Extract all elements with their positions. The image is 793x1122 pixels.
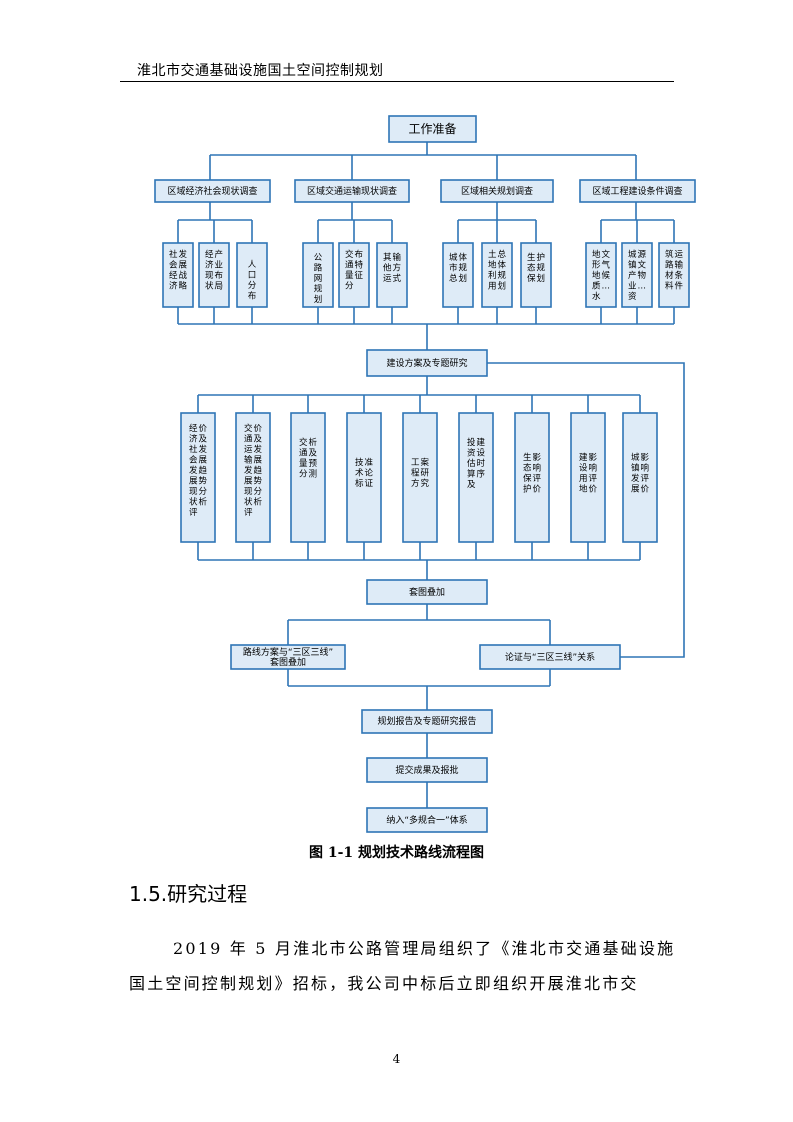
svg-text:论证与“三区三线”关系: 论证与“三区三线”关系 — [505, 651, 595, 663]
svg-text:公路网规划: 公路网规划 — [314, 253, 323, 305]
topic-box: 工程方案研究 — [402, 412, 438, 543]
figure-caption: 图 1-1 规划技术路线流程图 — [308, 845, 485, 861]
work-preparation-box: 工作准备 — [388, 115, 477, 143]
survey-child-box: 人口分布 — [236, 242, 268, 308]
svg-text:投资估算及建设时序: 投资估算及建设时序 — [467, 437, 486, 490]
survey-economy-box: 区域经济社会现状调查 — [154, 179, 271, 203]
svg-text:生态保护规划: 生态保护规划 — [527, 252, 546, 284]
survey-child-box: 其他运输方式 — [376, 242, 408, 308]
svg-text:其他运输方式: 其他运输方式 — [383, 252, 402, 284]
svg-text:城镇发展影响评价: 城镇发展影响评价 — [631, 452, 650, 495]
survey-construction-box: 区域工程建设条件调查 — [579, 179, 696, 203]
topic-box: 交通量分析及预测 — [290, 412, 326, 543]
svg-text:区域交通运输现状调查: 区域交通运输现状调查 — [307, 185, 397, 197]
flowchart: 工作准备 区域经济社会现状调查 区域交通运输现状调查 区域相关规划调查 区域工程… — [154, 115, 696, 833]
svg-text:生态保护影响评价: 生态保护影响评价 — [523, 452, 542, 495]
survey-child-box: 地形地质水文气候… — [585, 242, 617, 308]
survey-planning-box: 区域相关规划调查 — [440, 179, 554, 203]
svg-text:区域工程建设条件调查: 区域工程建设条件调查 — [592, 185, 682, 197]
verify-relation-box: 论证与“三区三线”关系 — [479, 644, 621, 670]
svg-text:建设方案及专题研究: 建设方案及专题研究 — [386, 357, 467, 369]
svg-text:区域相关规划调查: 区域相关规划调查 — [461, 185, 533, 197]
topic-box: 生态保护影响评价 — [514, 412, 550, 543]
survey-child-box: 城镇产业资源文物… — [621, 242, 653, 308]
topic-box: 经济社会发展现状评价及发展趋势分析 — [180, 412, 216, 543]
svg-text:城市总体规划: 城市总体规划 — [449, 252, 468, 284]
svg-text:交通量分布特征: 交通量分布特征 — [345, 249, 364, 292]
body-text-line: 2019 年 5 月淮北市公路管理局组织了《淮北市交通基础设施 — [173, 939, 676, 958]
survey-child-box: 城市总体规划 — [442, 242, 474, 308]
header-rule — [120, 81, 674, 82]
topic-box: 城镇发展影响评价 — [622, 412, 658, 543]
overlay-box: 套图叠加 — [366, 579, 488, 605]
survey-child-box: 筑路材料运输条件 — [658, 242, 690, 308]
report-box: 规划报告及专题研究报告 — [361, 709, 493, 734]
survey-child-box: 土地利用总体规划 — [481, 242, 513, 308]
body-text-line: 国土空间控制规划》招标，我公司中标后立即组织开展淮北市交 — [129, 974, 639, 993]
running-header: 淮北市交通基础设施国土空间控制规划 — [137, 63, 384, 79]
svg-text:套图叠加: 套图叠加 — [270, 656, 306, 668]
svg-text:城镇产业资源文物…: 城镇产业资源文物… — [628, 250, 647, 302]
survey-child-box: 公路网规划 — [302, 242, 334, 308]
svg-text:工作准备: 工作准备 — [408, 122, 456, 136]
multi-plan-box: 纳入“多规合一”体系 — [366, 807, 488, 833]
survey-child-box: 生态保护规划 — [520, 242, 552, 308]
svg-text:套图叠加: 套图叠加 — [409, 586, 445, 598]
svg-text:经济现状产业布局: 经济现状产业布局 — [205, 249, 223, 292]
flow-connectors — [177, 142, 685, 808]
survey-child-box: 交通量分布特征 — [338, 242, 370, 308]
svg-text:提交成果及报批: 提交成果及报批 — [395, 764, 458, 776]
topic-box: 技术标准论证 — [346, 412, 382, 543]
svg-text:技术标准论证: 技术标准论证 — [355, 457, 374, 489]
topic-box: 交通运输发展现状评价及发展趋势分析 — [235, 412, 271, 543]
topic-box: 建设用地影响评价 — [570, 412, 606, 543]
svg-text:建设用地影响评价: 建设用地影响评价 — [579, 452, 598, 495]
svg-text:筑路材料运输条件: 筑路材料运输条件 — [665, 249, 684, 292]
svg-text:交通量分析及预测: 交通量分析及预测 — [299, 437, 318, 480]
svg-text:工程方案研究: 工程方案研究 — [411, 457, 430, 489]
svg-text:地形地质水文气候…: 地形地质水文气候… — [592, 249, 611, 302]
svg-text:交通运输发展现状评价及发展趋势分析: 交通运输发展现状评价及发展趋势分析 — [244, 423, 262, 518]
page-number: 4 — [392, 1052, 401, 1066]
svg-text:人口分布: 人口分布 — [248, 260, 257, 302]
svg-text:路线方案与“三区三线”: 路线方案与“三区三线” — [243, 646, 333, 658]
survey-child-box: 经济现状产业布局 — [198, 242, 230, 308]
research-box: 建设方案及专题研究 — [366, 349, 488, 377]
submit-box: 提交成果及报批 — [366, 757, 488, 783]
survey-transport-box: 区域交通运输现状调查 — [294, 179, 410, 203]
svg-text:规划报告及专题研究报告: 规划报告及专题研究报告 — [377, 715, 476, 727]
svg-text:社会经济发展战略: 社会经济发展战略 — [169, 249, 188, 292]
topic-box: 投资估算及建设时序 — [458, 412, 494, 543]
svg-text:经济社会发展现状评价及发展趋势分析: 经济社会发展现状评价及发展趋势分析 — [189, 423, 208, 518]
survey-child-box: 社会经济发展战略 — [162, 242, 194, 308]
route-overlay-box: 路线方案与“三区三线” 套图叠加 — [230, 644, 346, 670]
svg-text:区域经济社会现状调查: 区域经济社会现状调查 — [167, 185, 257, 197]
svg-text:纳入“多规合一”体系: 纳入“多规合一”体系 — [386, 814, 467, 826]
svg-text:土地利用总体规划: 土地利用总体规划 — [488, 249, 507, 292]
section-heading: 1.5.研究过程 — [129, 882, 248, 906]
